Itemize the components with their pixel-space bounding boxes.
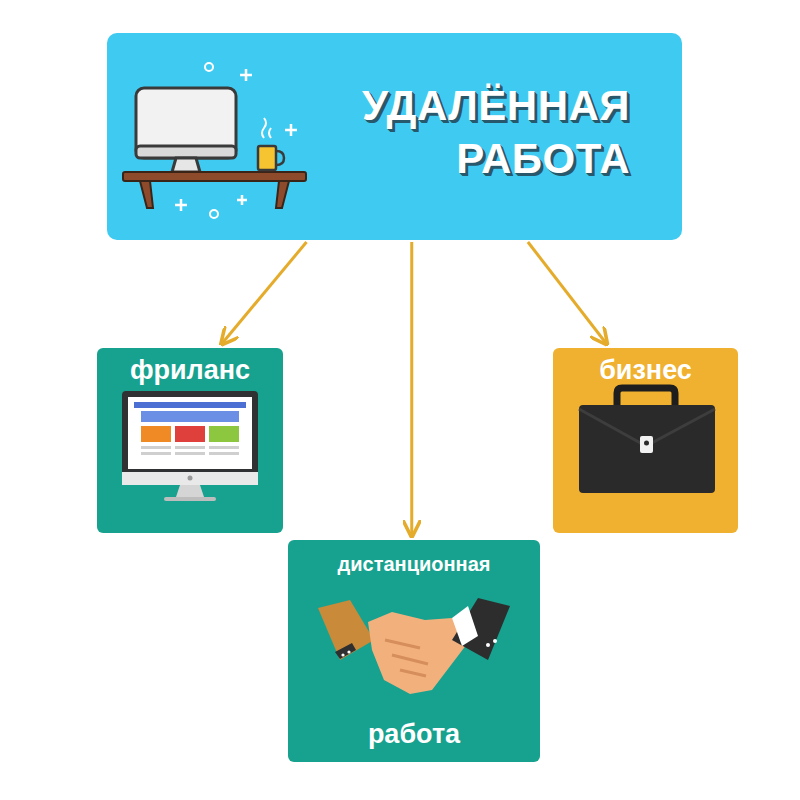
title-box: УДАЛЁННАЯ РАБОТА <box>107 33 682 240</box>
arrow-connector <box>528 242 607 344</box>
node-label: бизнес <box>599 354 692 386</box>
title-text: УДАЛЁННАЯ РАБОТА <box>330 80 630 185</box>
monitor-icon <box>122 391 258 501</box>
desk-illustration <box>123 63 306 218</box>
node-label: фриланс <box>130 354 250 386</box>
category-box: фриланс <box>97 348 283 533</box>
category-box: дистанционная работа <box>288 540 540 762</box>
node-label: дистанционная <box>338 552 491 576</box>
node-label: работа <box>368 718 460 750</box>
category-box: бизнес <box>553 348 738 533</box>
handshake-icon <box>318 598 510 694</box>
arrow-connector <box>410 242 413 536</box>
arrow-connector <box>222 242 307 344</box>
briefcase-icon <box>579 388 715 493</box>
